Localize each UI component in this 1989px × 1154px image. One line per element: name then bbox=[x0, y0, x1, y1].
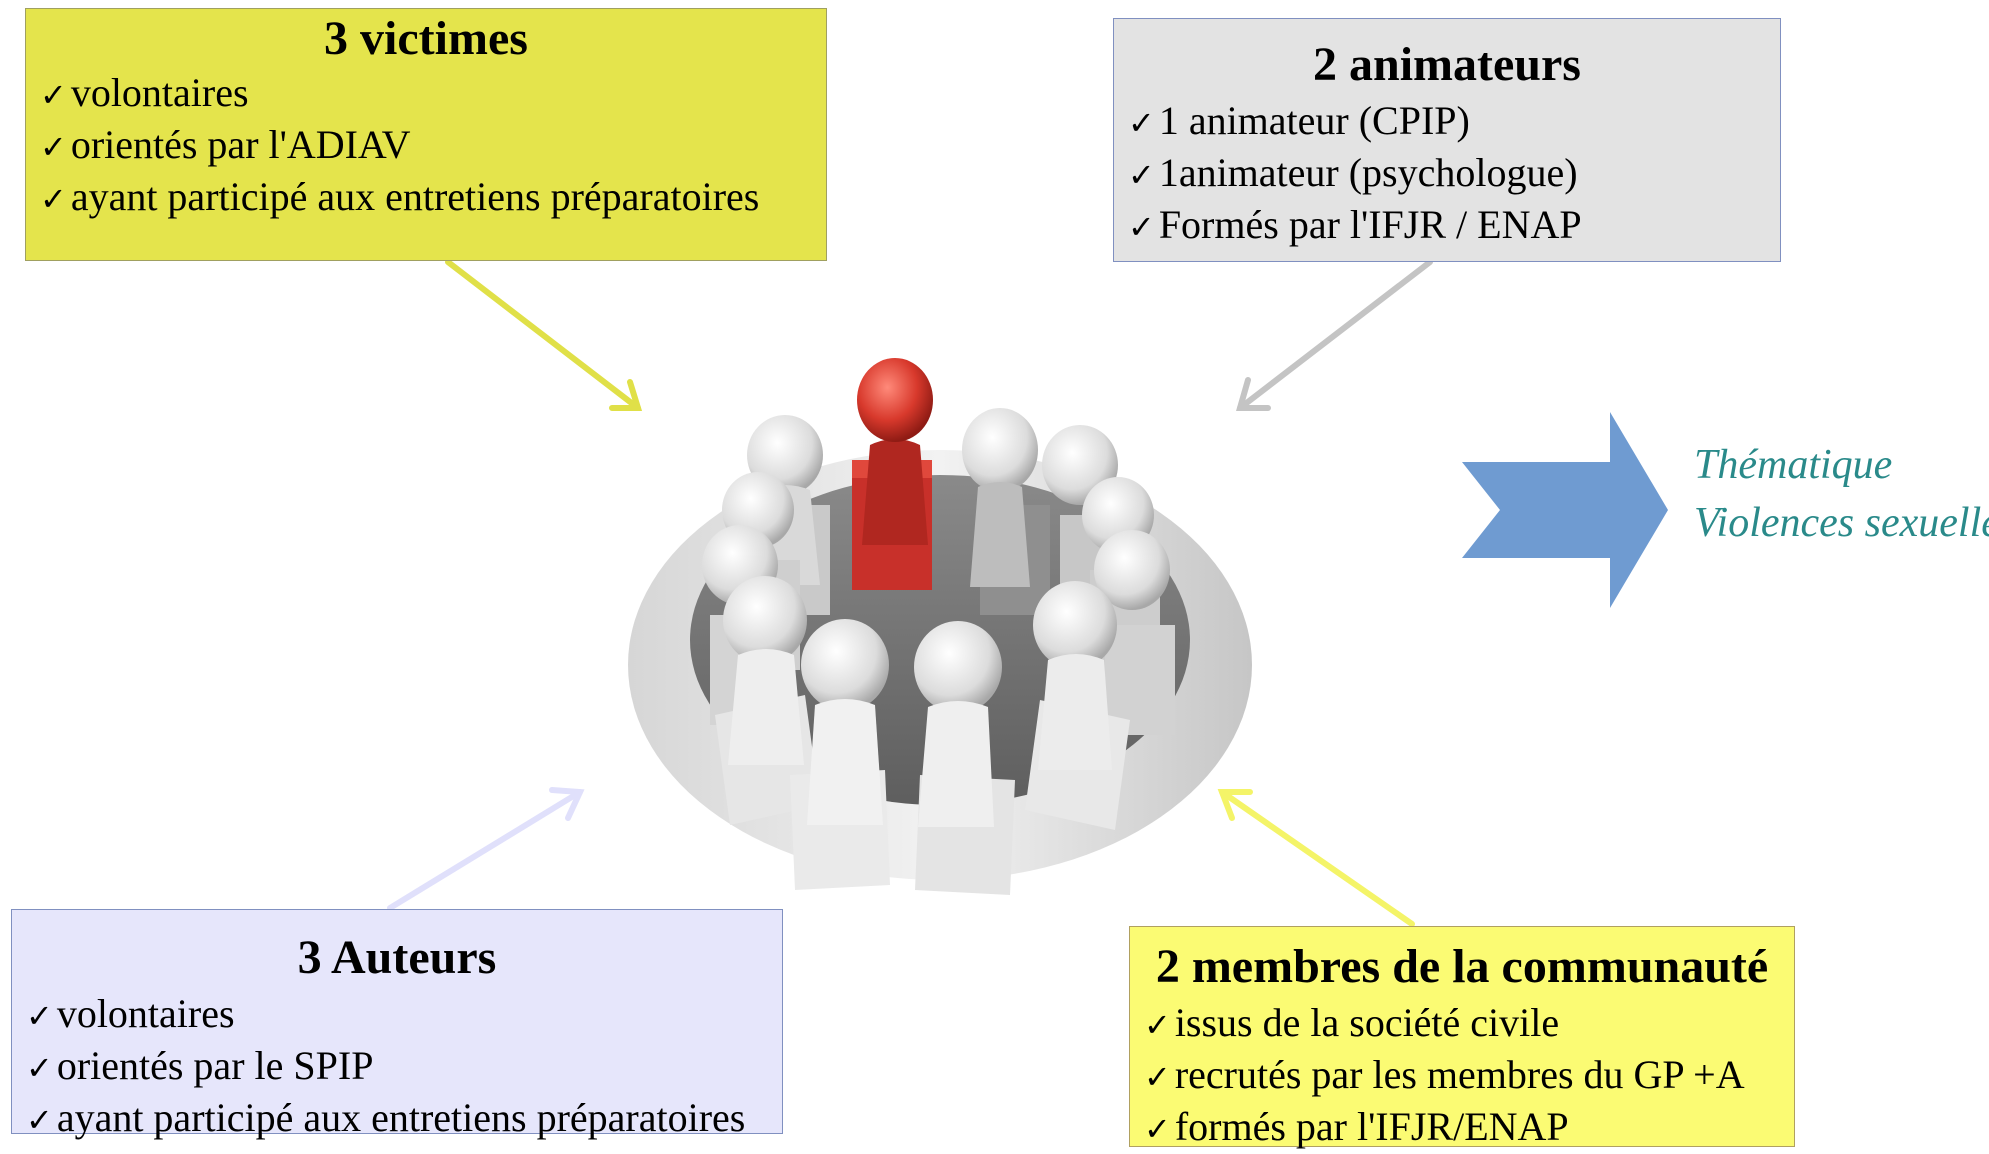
victims-box: 3 victimes ✓volontaires ✓orientés par l'… bbox=[25, 8, 827, 261]
list-item: ✓volontaires bbox=[26, 990, 235, 1036]
list-item: ✓1animateur (psychologue) bbox=[1128, 149, 1578, 195]
list-item: ✓orientés par le SPIP bbox=[26, 1042, 374, 1088]
list-item: ✓recrutés par les membres du GP +A bbox=[1144, 1051, 1745, 1097]
animators-title: 2 animateurs bbox=[1313, 38, 1581, 91]
theme-chevron-arrow-icon bbox=[1462, 412, 1668, 608]
community-list: ✓issus de la société civile ✓recrutés pa… bbox=[1144, 998, 1780, 1154]
victims-title: 3 victimes bbox=[324, 12, 528, 65]
theme-label: Thématique Violences sexuelles bbox=[1694, 436, 1989, 552]
list-item: ✓orientés par l'ADIAV bbox=[40, 121, 411, 167]
list-item: ✓ayant participé aux entretiens préparat… bbox=[40, 173, 760, 219]
community-title: 2 membres de la communauté bbox=[1155, 940, 1769, 993]
theme-line-2: Violences sexuelles bbox=[1694, 500, 1989, 546]
checkmark-icon: ✓ bbox=[1144, 1057, 1171, 1096]
checkmark-icon: ✓ bbox=[1128, 103, 1155, 142]
checkmark-icon: ✓ bbox=[1128, 155, 1155, 194]
front-figures bbox=[715, 576, 1130, 895]
list-item: ✓ayant participé aux entretiens préparat… bbox=[26, 1094, 746, 1140]
checkmark-icon: ✓ bbox=[26, 1100, 53, 1139]
list-item: ✓formés par l'IFJR/ENAP bbox=[1144, 1103, 1569, 1149]
highlighted-red-figure bbox=[852, 358, 933, 590]
community-box: 2 membres de la communauté ✓issus de la … bbox=[1129, 926, 1795, 1149]
victims-list: ✓volontaires ✓orientés par l'ADIAV ✓ayan… bbox=[40, 68, 812, 224]
checkmark-icon: ✓ bbox=[26, 1048, 53, 1087]
checkmark-icon: ✓ bbox=[40, 127, 67, 166]
list-item: ✓Formés par l'IFJR / ENAP bbox=[1128, 201, 1582, 247]
checkmark-icon: ✓ bbox=[26, 996, 53, 1035]
animators-connector-arrow bbox=[1236, 259, 1433, 411]
list-item: ✓issus de la société civile bbox=[1144, 999, 1560, 1045]
animators-box: 2 animateurs ✓1 animateur (CPIP) ✓1anima… bbox=[1113, 18, 1781, 262]
checkmark-icon: ✓ bbox=[40, 179, 67, 218]
theme-line-1: Thématique bbox=[1694, 442, 1893, 488]
checkmark-icon: ✓ bbox=[1128, 207, 1155, 246]
authors-title: 3 Auteurs bbox=[297, 931, 497, 984]
circle-of-people-illustration bbox=[628, 358, 1252, 895]
victims-connector-arrow bbox=[445, 259, 643, 411]
checkmark-icon: ✓ bbox=[40, 75, 67, 114]
animators-list: ✓1 animateur (CPIP) ✓1animateur (psychol… bbox=[1128, 96, 1766, 252]
list-item: ✓volontaires bbox=[40, 69, 249, 115]
authors-list: ✓volontaires ✓orientés par le SPIP ✓ayan… bbox=[26, 989, 768, 1145]
checkmark-icon: ✓ bbox=[1144, 1005, 1171, 1044]
list-item: ✓1 animateur (CPIP) bbox=[1128, 97, 1470, 143]
authors-connector-arrow bbox=[387, 787, 585, 911]
authors-box: 3 Auteurs ✓volontaires ✓orientés par le … bbox=[11, 909, 783, 1140]
community-connector-arrow bbox=[1217, 789, 1415, 927]
checkmark-icon: ✓ bbox=[1144, 1109, 1171, 1148]
